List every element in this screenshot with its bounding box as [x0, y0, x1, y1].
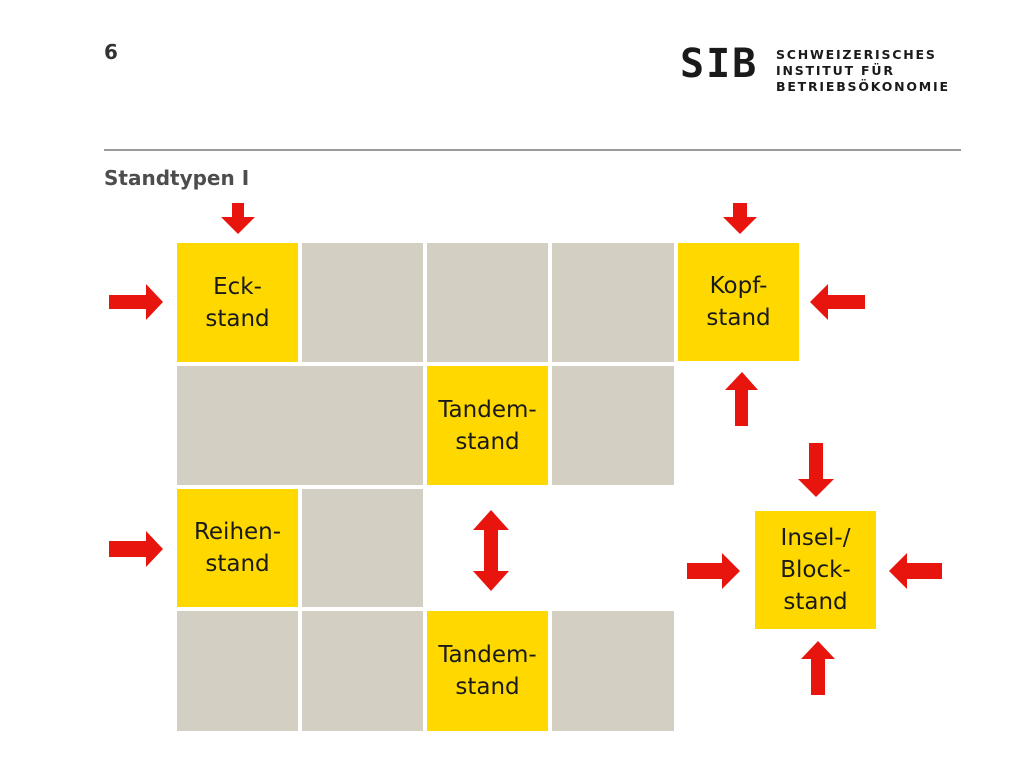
booth-eckstand: Eck- stand: [177, 243, 298, 362]
slide-title: Standtypen I: [104, 166, 250, 190]
booth-label: stand: [783, 589, 848, 615]
booth-label: Tandem-: [438, 642, 537, 668]
arrow-up-icon: [725, 372, 758, 426]
sib-logo-text: SCHWEIZERISCHES INSTITUT FÜR BETRIEBSÖKO…: [776, 47, 950, 95]
booth-label: stand: [205, 305, 270, 332]
arrow-right-icon: [687, 553, 740, 589]
booth-label: Eck-: [213, 273, 262, 300]
booth-label: stand: [205, 551, 270, 577]
booth-empty: [552, 611, 674, 731]
logo-line-2: INSTITUT FÜR: [776, 63, 895, 78]
arrow-left-icon: [810, 284, 865, 320]
booth-kopfstand: Kopf- stand: [678, 243, 799, 361]
booth-empty: [427, 243, 548, 362]
logo-line-1: SCHWEIZERISCHES: [776, 47, 937, 62]
booth-label: stand: [455, 674, 520, 700]
booth-tandemstand-bottom: Tandem- stand: [427, 611, 548, 731]
booth-empty: [302, 243, 423, 362]
booth-label: Insel-/: [780, 525, 851, 551]
booth-label: Tandem-: [438, 396, 537, 423]
booth-empty: [552, 243, 674, 362]
booth-empty: [552, 366, 674, 485]
arrow-down-icon: [723, 203, 757, 234]
arrow-left-icon: [889, 553, 942, 589]
header-divider: [104, 149, 961, 151]
page-number: 6: [104, 40, 118, 64]
booth-empty: [302, 611, 423, 731]
booth-reihenstand: Reihen- stand: [177, 489, 298, 607]
booth-label: Kopf-: [709, 273, 768, 299]
booth-label: stand: [455, 428, 520, 455]
arrow-up-icon: [801, 641, 835, 695]
arrow-right-icon: [109, 531, 163, 567]
booth-empty: [177, 611, 298, 731]
booth-label: Block-: [780, 557, 851, 583]
arrow-right-icon: [109, 284, 163, 320]
sib-logo-mark: SIB: [680, 41, 759, 87]
booth-empty: [302, 489, 423, 607]
booth-inselstand: Insel-/ Block- stand: [755, 511, 876, 629]
booth-label: stand: [706, 305, 771, 331]
booth-label: Reihen-: [193, 519, 282, 545]
logo-line-3: BETRIEBSÖKONOMIE: [776, 79, 950, 94]
arrow-down-icon: [798, 443, 834, 497]
double-arrow-icon: [473, 510, 509, 591]
booth-empty-wide: [177, 366, 423, 485]
booth-tandemstand-top: Tandem- stand: [427, 366, 548, 485]
arrow-down-icon: [221, 203, 255, 234]
